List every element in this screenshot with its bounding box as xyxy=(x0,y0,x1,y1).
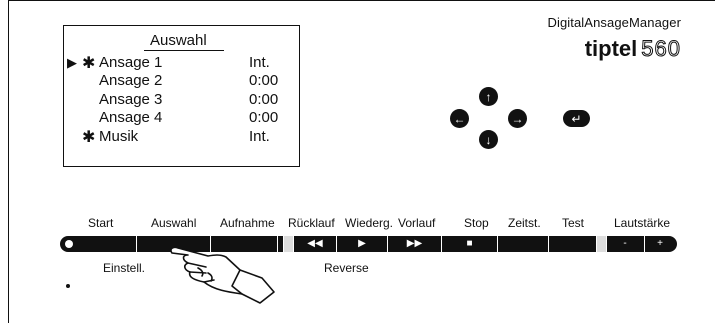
volume-up-key[interactable]: + xyxy=(657,238,663,249)
label-reverse: Reverse xyxy=(324,261,369,275)
label-einstell: Einstell. xyxy=(103,261,146,275)
key-divider xyxy=(497,236,498,252)
row-label: Ansage 2 xyxy=(99,72,163,89)
row-value: 0:00 xyxy=(249,109,279,126)
active-star-icon: ✱ xyxy=(82,129,96,146)
key-divider xyxy=(548,236,549,252)
nav-right-button[interactable]: → xyxy=(508,109,527,128)
label-zeitst: Zeitst. xyxy=(508,216,541,230)
panel-top-border xyxy=(8,0,715,1)
label-ruecklauf: Rücklauf xyxy=(288,216,335,230)
zeitst-key[interactable] xyxy=(498,236,548,252)
label-lautstaerke: Lautstärke xyxy=(614,216,671,230)
start-key[interactable] xyxy=(60,236,136,252)
nav-up-button[interactable]: ↑ xyxy=(479,87,498,106)
row-value: Int. xyxy=(249,54,270,71)
play-key[interactable]: ▶ xyxy=(358,238,366,249)
label-aufnahme: Aufnahme xyxy=(220,216,275,230)
product-subtitle: DigitalAnsageManager xyxy=(547,15,681,30)
forward-key[interactable]: ▶▶ xyxy=(406,238,423,249)
pointing-hand-icon xyxy=(170,246,275,304)
key-divider xyxy=(277,236,278,252)
display-row: ✱ Musik Int. xyxy=(64,128,299,146)
label-test: Test xyxy=(562,216,585,230)
row-label: Ansage 1 xyxy=(99,54,163,71)
key-bar xyxy=(60,236,677,252)
rewind-key[interactable]: ◀◀ xyxy=(307,238,323,249)
row-label: Ansage 4 xyxy=(99,109,163,126)
key-divider xyxy=(336,236,337,252)
display-row: ▶ ✱ Ansage 1 Int. xyxy=(64,54,299,72)
label-wiederg: Wiederg. xyxy=(345,216,394,230)
row-label: Musik xyxy=(99,128,139,145)
brand-model: 560 xyxy=(641,36,681,62)
display-row: Ansage 3 0:00 xyxy=(64,91,299,109)
display-title: Auswahl xyxy=(150,32,207,49)
lcd-display: Auswahl ▶ ✱ Ansage 1 Int. Ansage 2 0:00 … xyxy=(63,25,300,167)
key-divider xyxy=(441,236,442,252)
test-key[interactable] xyxy=(549,236,595,252)
panel-left-border xyxy=(8,0,9,323)
key-divider xyxy=(387,236,388,252)
selection-arrow-icon: ▶ xyxy=(67,55,77,70)
display-title-underline xyxy=(144,50,224,51)
key-divider xyxy=(136,236,137,252)
nav-left-button[interactable]: ← xyxy=(450,109,469,128)
row-value: 0:00 xyxy=(249,91,279,108)
row-value: Int. xyxy=(249,128,270,145)
label-stop: Stop xyxy=(464,216,489,230)
key-divider xyxy=(644,236,645,252)
nav-down-button[interactable]: ↓ xyxy=(479,130,498,149)
stop-key[interactable]: ■ xyxy=(466,238,473,249)
led-indicator xyxy=(596,236,607,252)
display-row: Ansage 2 0:00 xyxy=(64,72,299,90)
bullet-dot xyxy=(66,284,70,288)
label-auswahl: Auswahl xyxy=(151,216,197,230)
active-star-icon: ✱ xyxy=(82,55,96,72)
key-divider xyxy=(210,236,211,252)
volume-down-key[interactable]: - xyxy=(623,238,627,249)
label-start: Start xyxy=(88,216,114,230)
row-value: 0:00 xyxy=(249,72,279,89)
power-led xyxy=(65,240,73,248)
enter-button[interactable]: ↵ xyxy=(563,110,590,127)
display-row: Ansage 4 0:00 xyxy=(64,109,299,127)
brand-name: tiptel xyxy=(584,36,638,61)
label-vorlauf: Vorlauf xyxy=(398,216,436,230)
led-indicator xyxy=(283,236,294,252)
row-label: Ansage 3 xyxy=(99,91,163,108)
